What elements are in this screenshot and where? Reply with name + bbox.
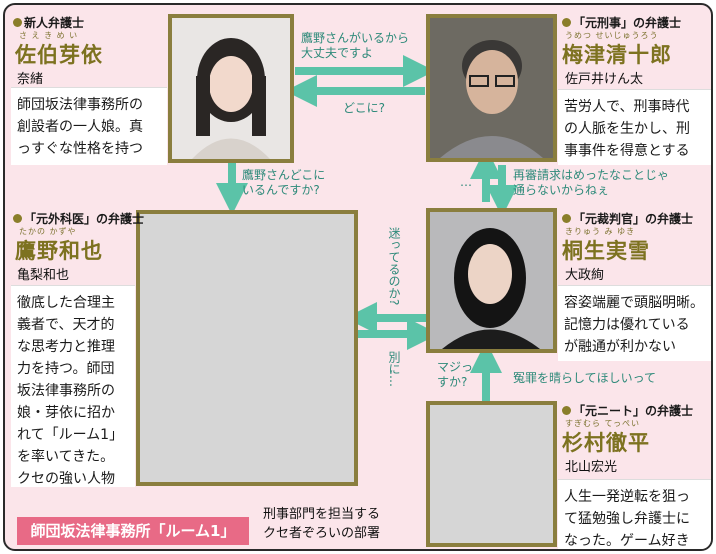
label-sugimura-to-kiryu: 冤罪を晴らしてほしいって — [513, 371, 657, 385]
label-mei-to-takano: 鷹野さんどこに いるんですか? — [242, 168, 325, 198]
desc-line: れて「ルーム1」 — [17, 427, 124, 443]
tag-sugimura: 「元ニート」の弁護士 — [562, 402, 693, 419]
desc-line: 記憶力は優れている — [564, 317, 690, 333]
tag-sugimura-label: 「元ニート」の弁護士 — [573, 404, 694, 418]
label-umetsu-to-mei: どこに? — [343, 101, 386, 115]
desc-line: な思考力と推理 — [17, 339, 115, 355]
portrait-umetsu-icon — [430, 18, 553, 158]
tag-takano-label: 「元外科医」の弁護士 — [24, 212, 145, 226]
caption-line: クセ者ぞろいの部署 — [263, 526, 381, 541]
caption-text: 刑事部門を担当する クセ者ぞろいの部署 — [263, 505, 380, 543]
desc-line: 事事件を得意とする — [564, 143, 690, 159]
desc-line: 師団坂法律事務所の — [17, 97, 143, 113]
bullet-icon — [13, 214, 22, 223]
photo-sugimura-placeholder — [426, 401, 557, 547]
desc-line: 創設者の一人娘。真 — [17, 119, 143, 135]
name-takano: 鷹野和也 — [15, 239, 103, 263]
label-kiryu-to-takano: 迷ってるのか? — [387, 227, 401, 306]
portrait-kiryu-icon — [430, 212, 553, 349]
label-umetsu-kiryu: … — [460, 175, 472, 189]
desc-kiryu: 容姿端麗で頭脳明晰。 記憶力は優れている が融通が利かない — [558, 285, 711, 361]
desc-umetsu: 苦労人で、刑事時代 の人脈を生かし、刑 事事件を得意とする — [558, 89, 711, 165]
desc-sugimura: 人生一発逆転を狙っ て猛勉強し弁護士に なった。ゲーム好き — [558, 479, 711, 549]
label-line: 鷹野さんがいるから — [301, 31, 410, 45]
desc-line: 徹底した合理主 — [17, 295, 115, 311]
bullet-icon — [13, 18, 22, 27]
bullet-icon — [562, 406, 571, 415]
ruby-mei: さ え き め い — [19, 31, 79, 40]
label-line: 鷹野さんどこに — [242, 168, 326, 182]
desc-line: 義者で、天才的 — [17, 317, 115, 333]
tag-umetsu-label: 「元刑事」の弁護士 — [573, 16, 682, 30]
relation-arrows — [216, 55, 518, 401]
name-kiryu: 桐生実雪 — [562, 239, 650, 263]
label-line: すか? — [437, 375, 468, 389]
desc-line: 人生一発逆転を狙っ — [564, 489, 690, 505]
desc-line: 苦労人で、刑事時代 — [564, 99, 690, 115]
actor-takano: 亀梨和也 — [17, 268, 70, 283]
label-line: いるんですか? — [242, 183, 320, 197]
photo-kiryu — [426, 208, 557, 353]
desc-line: を率いてきた。 — [17, 449, 115, 465]
label-sugimura-aside: マジっ すか? — [437, 360, 473, 390]
tag-kiryu-label: 「元裁判官」の弁護士 — [573, 212, 694, 226]
desc-line: て猛勉強し弁護士に — [564, 511, 690, 527]
actor-sugimura: 北山宏光 — [565, 460, 618, 475]
portrait-mei-icon — [172, 18, 290, 159]
desc-line: 力を持つ。師団 — [17, 361, 115, 377]
photo-umetsu — [426, 14, 557, 162]
ruby-takano: たかの かずや — [19, 227, 77, 236]
tag-mei-label: 新人弁護士 — [24, 16, 85, 30]
label-kiryu-to-umetsu: 再審請求はめったなことじゃ 通らないからねぇ — [513, 168, 669, 198]
photo-takano-placeholder — [136, 210, 358, 486]
actor-kiryu: 大政絢 — [565, 268, 605, 283]
desc-line: の人脈を生かし、刑 — [564, 121, 690, 137]
actor-umetsu: 佐戸井けん太 — [565, 72, 644, 87]
desc-mei: 師団坂法律事務所の 創設者の一人娘。真 っすぐな性格を持つ — [11, 87, 167, 165]
desc-line: が融通が利かない — [564, 339, 676, 355]
bullet-icon — [562, 214, 571, 223]
tag-mei: 新人弁護士 — [13, 14, 84, 31]
tag-umetsu: 「元刑事」の弁護士 — [562, 14, 681, 31]
caption-line: 刑事部門を担当する — [263, 507, 381, 522]
ruby-umetsu: うめつ せいじゅうろう — [565, 31, 659, 40]
label-mei-to-umetsu: 鷹野さんがいるから 大丈夫ですよ — [301, 31, 409, 61]
desc-line: なった。ゲーム好き — [564, 533, 690, 549]
ruby-kiryu: きりゅう み ゆき — [565, 227, 636, 236]
name-mei: 佐伯芽依 — [15, 43, 103, 67]
tag-takano: 「元外科医」の弁護士 — [13, 210, 144, 227]
label-line: 再審請求はめったなことじゃ — [513, 168, 670, 182]
label-line: 通らないからねぇ — [513, 183, 610, 197]
label-line: 大丈夫ですよ — [301, 46, 374, 60]
actor-mei: 奈緒 — [17, 72, 44, 87]
name-sugimura: 杉村徹平 — [562, 431, 650, 455]
caption-label: 師団坂法律事務所「ルーム1」 — [17, 517, 249, 545]
desc-takano: 徹底した合理主 義者で、天才的 な思考力と推理 力を持つ。師団 坂法律事務所の … — [11, 285, 135, 487]
name-umetsu: 梅津清十郎 — [562, 43, 672, 67]
desc-line: っすぐな性格を持つ — [17, 141, 143, 157]
desc-line: 容姿端麗で頭脳明晰。 — [564, 295, 704, 311]
diagram-frame: 新人弁護士 さ え き め い 佐伯芽依 奈緒 師団坂法律事務所の 創設者の一人… — [3, 3, 713, 551]
desc-line: 娘・芽依に招か — [17, 405, 115, 421]
tag-kiryu: 「元裁判官」の弁護士 — [562, 210, 693, 227]
ruby-sugimura: すぎむら てっぺい — [565, 419, 641, 428]
label-line: マジっ — [437, 360, 474, 374]
photo-sae-ki-mei — [168, 14, 294, 163]
desc-line: クセの強い人物 — [17, 471, 115, 487]
bullet-icon — [562, 18, 571, 27]
label-takano-to-kiryu: 別に… — [387, 351, 401, 387]
desc-line: 坂法律事務所の — [17, 383, 115, 399]
